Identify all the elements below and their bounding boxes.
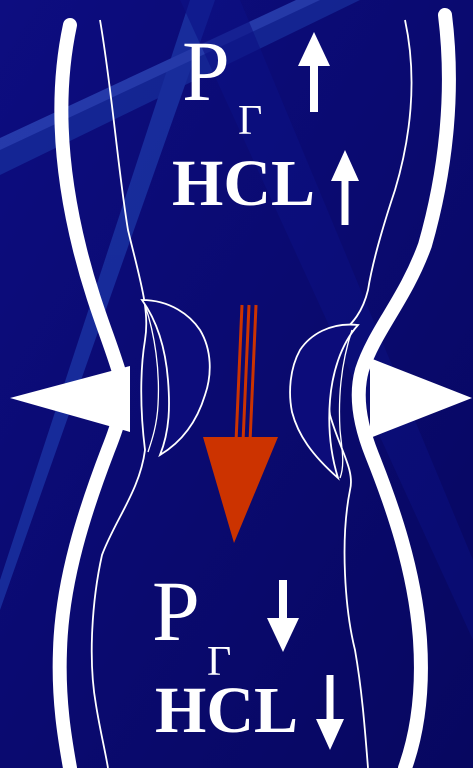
upper-pressure-subscript: Г [238, 98, 262, 144]
upper-acid-label: HCL [172, 147, 315, 220]
lower-acid-label: HCL [155, 674, 298, 747]
upper-pressure-symbol: P [182, 23, 230, 119]
lower-pressure-symbol: P [152, 563, 200, 659]
